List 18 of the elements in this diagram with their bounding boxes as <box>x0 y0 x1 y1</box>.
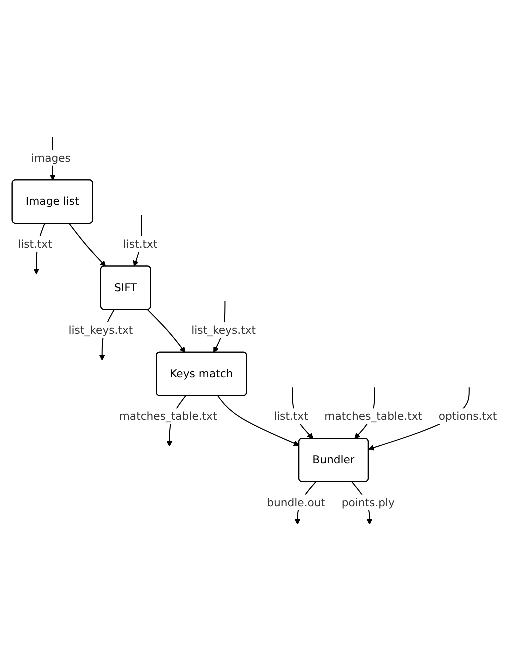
edge-label: list_keys.txt <box>67 322 135 338</box>
arrow <box>148 310 186 353</box>
edge-label: images <box>30 150 72 166</box>
edge-label: points.ply <box>340 494 396 510</box>
edge-label: matches_table.txt <box>323 408 424 424</box>
process-box: Bundler <box>298 438 369 482</box>
arrow <box>69 224 106 267</box>
edge-label: matches_table.txt <box>118 408 219 424</box>
process-box: Keys match <box>156 352 248 396</box>
edge-label: list_keys.txt <box>190 322 258 338</box>
edge-label: options.txt <box>438 408 499 424</box>
edge-label: list.txt <box>16 236 54 252</box>
arrow <box>218 396 300 446</box>
edge-label: list.txt <box>272 408 310 424</box>
edge-label: list.txt <box>122 236 160 252</box>
edge-label: bundle.out <box>266 494 327 510</box>
process-box: SIFT <box>100 266 152 310</box>
process-box: Image list <box>12 180 94 224</box>
